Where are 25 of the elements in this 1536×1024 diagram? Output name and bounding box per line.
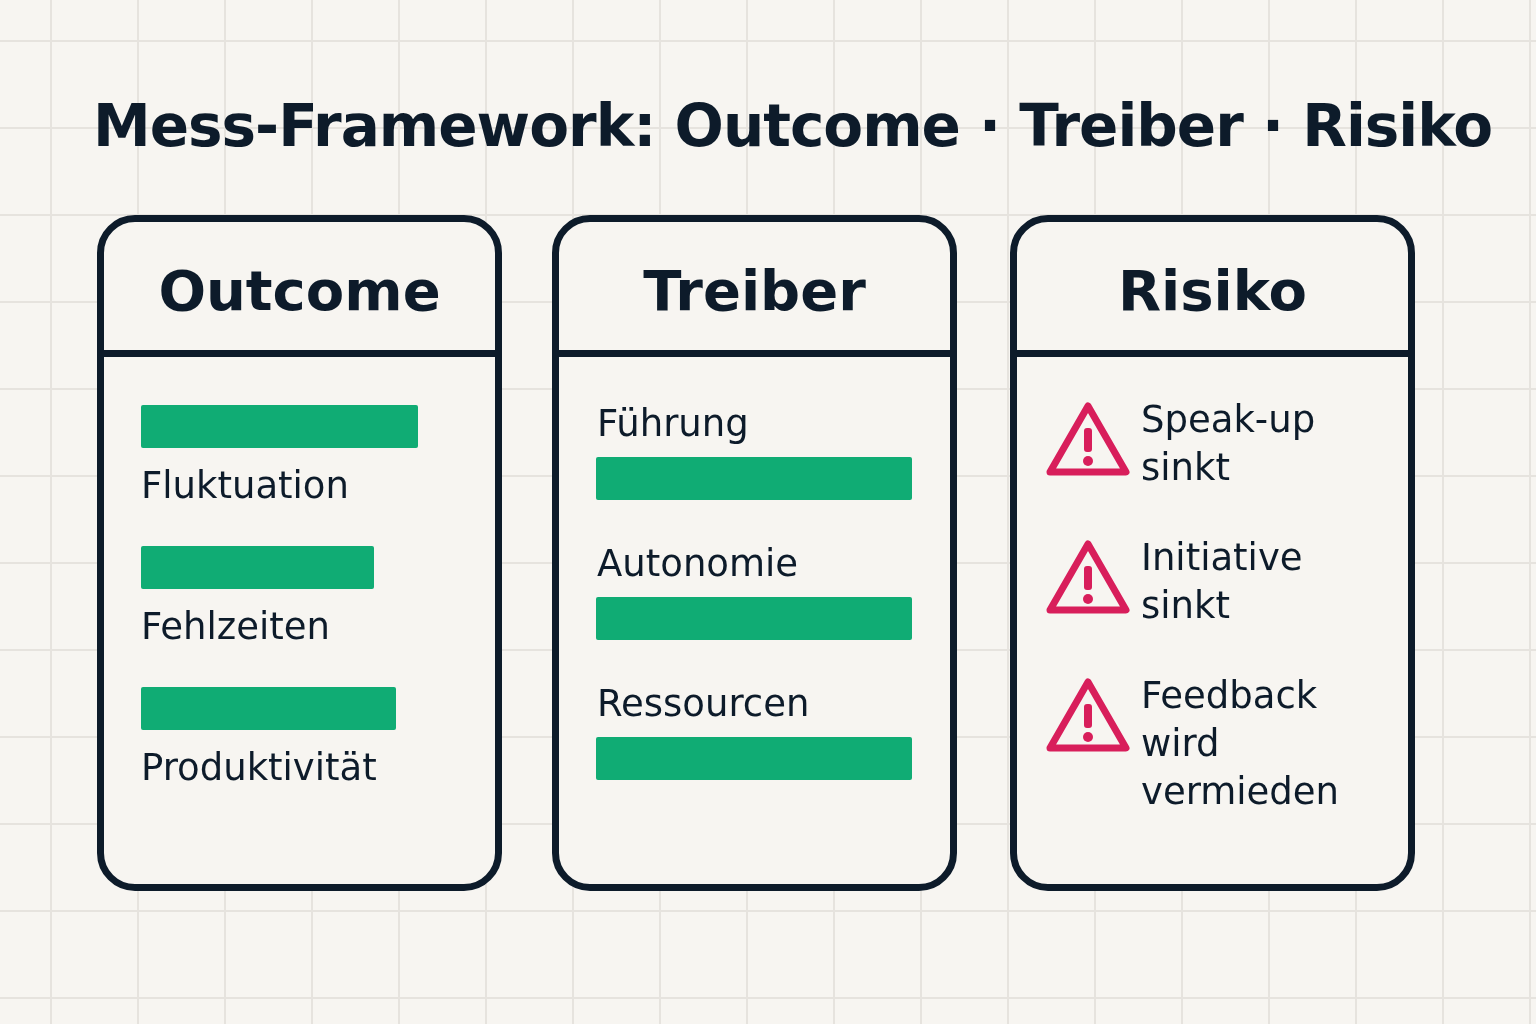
progress-bar: [596, 737, 912, 780]
risk-label: Speak-up sinkt: [1141, 397, 1317, 491]
progress-bar: [141, 405, 418, 448]
progress-bar: [596, 597, 912, 640]
progress-bar: [141, 546, 374, 589]
card-title: Treiber: [642, 258, 867, 323]
warning-icon: [1045, 400, 1131, 478]
progress-bar: [141, 687, 396, 730]
warning-icon: [1045, 676, 1131, 754]
category-card: [1010, 215, 1415, 891]
risk-label: Initiative sinkt: [1141, 535, 1304, 629]
risk-label: Feedback wird vermieden: [1141, 673, 1340, 815]
card-title: Risiko: [1116, 258, 1309, 323]
progress-bar: [596, 457, 912, 500]
metric-label: Produktivität: [141, 745, 377, 791]
category-card: [97, 215, 502, 891]
warning-icon: [1045, 538, 1131, 616]
title: Mess-Framework: Outcome · Treiber · Risiko: [93, 92, 1493, 160]
metric-label: Ressourcen: [597, 681, 810, 727]
card-title: Outcome: [157, 258, 442, 323]
metric-label: Autonomie: [597, 541, 799, 587]
metric-label: Führung: [597, 401, 749, 447]
metric-label: Fluktuation: [141, 463, 349, 509]
category-card: [552, 215, 957, 891]
metric-label: Fehlzeiten: [141, 604, 330, 650]
